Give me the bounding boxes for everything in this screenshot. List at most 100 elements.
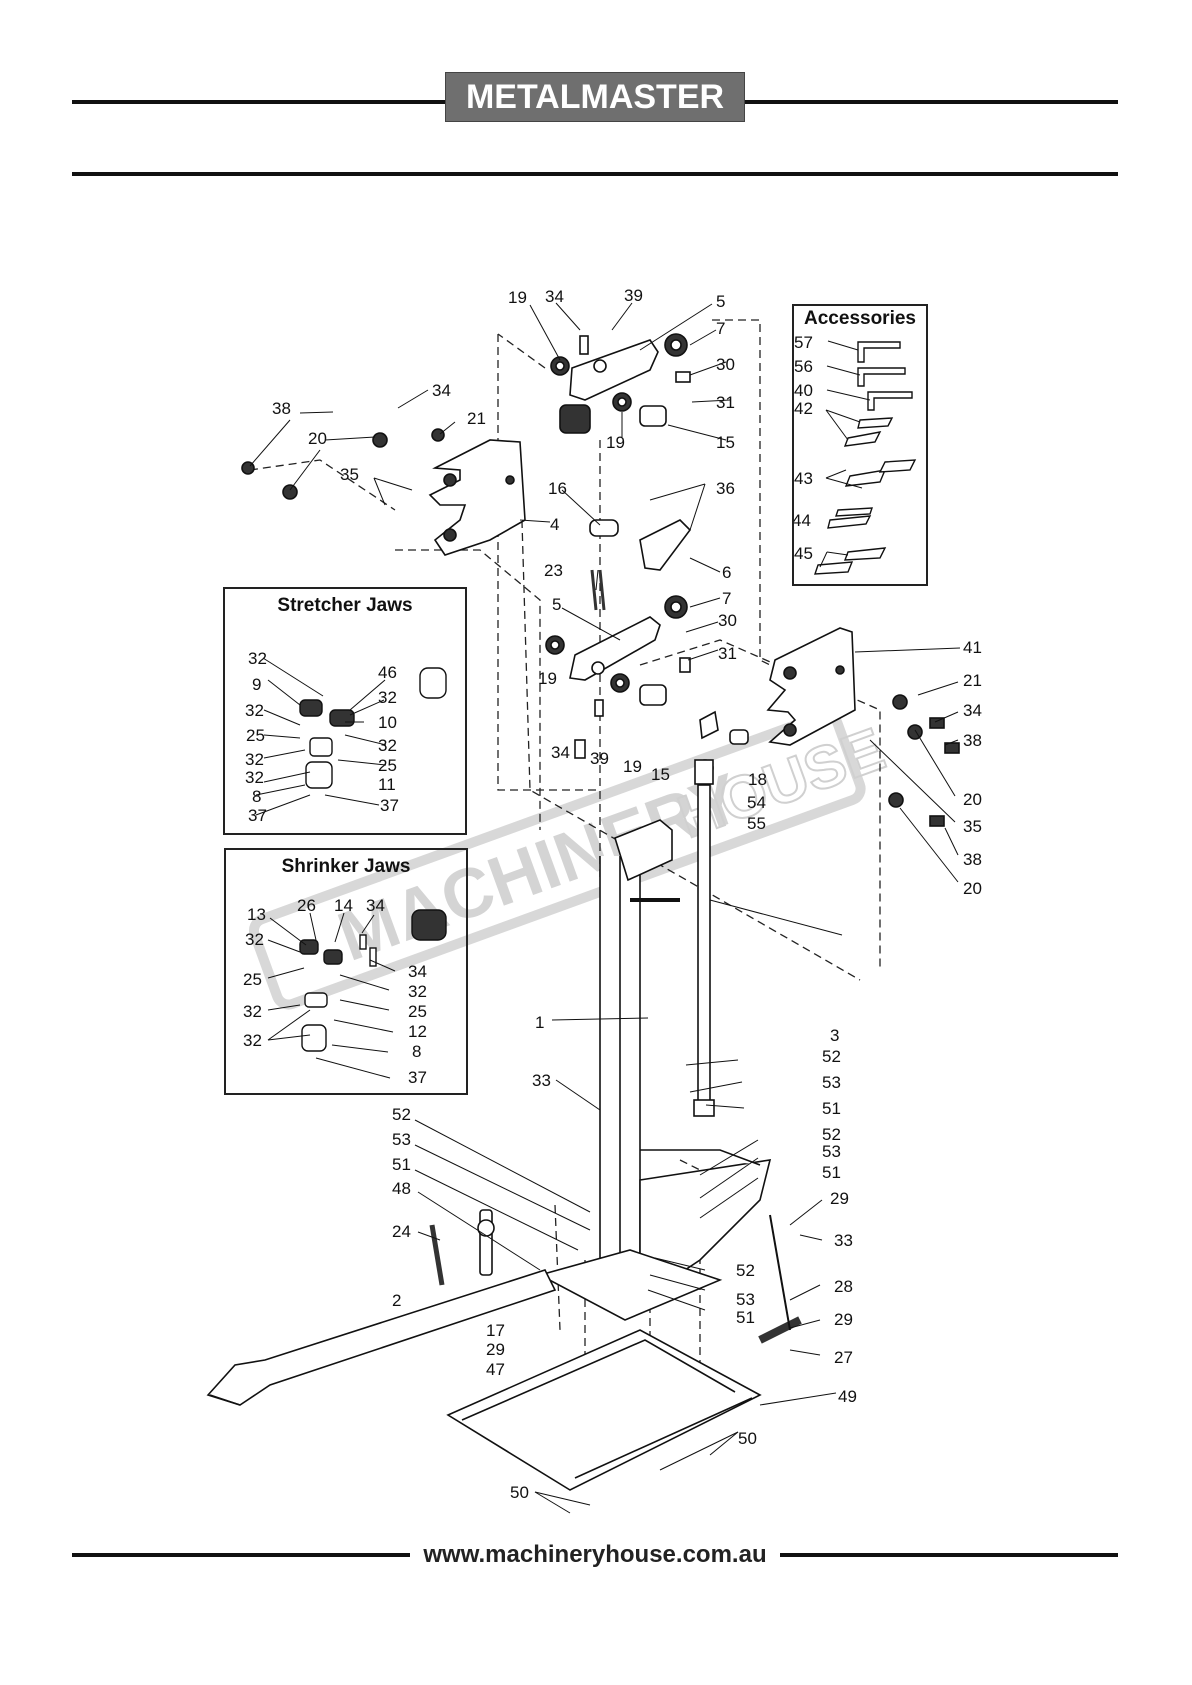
label-4: 4 [550,515,559,534]
label-st-11: 11 [378,775,396,794]
label-st-46: 46 [378,663,397,682]
label-31-mid: 31 [718,644,737,663]
label-30-mid: 30 [718,611,737,630]
label-38-right: 38 [963,731,982,750]
label-39: 39 [624,286,643,305]
label-st-25b: 25 [378,756,397,775]
label-29-r: 29 [830,1189,849,1208]
middle-link-assembly [545,519,749,777]
label-34-right: 34 [963,701,982,720]
label-28: 28 [834,1277,853,1296]
label-40: 40 [794,381,813,400]
label-20: 20 [308,429,327,448]
label-sh-32a: 32 [245,930,264,949]
label-49: 49 [838,1387,857,1406]
label-sh-12: 12 [408,1022,427,1041]
label-52-r: 52 [822,1125,841,1144]
label-33-r: 33 [834,1231,853,1250]
label-sh-25a: 25 [243,970,262,989]
label-41: 41 [963,638,982,657]
label-sh-32c: 32 [243,1002,262,1021]
label-sh-34b: 34 [408,962,427,981]
label-st-25a: 25 [246,726,265,745]
label-53-b: 53 [822,1073,841,1092]
label-34-mid: 34 [551,743,570,762]
accessories-title: Accessories [804,308,916,329]
label-st-8: 8 [252,787,261,806]
side-plate-left [241,428,526,556]
label-24: 24 [392,1222,411,1241]
label-52-c: 52 [736,1261,755,1280]
metalmaster-logo: METALMASTER [445,72,745,122]
label-27: 27 [834,1348,853,1367]
label-15: 15 [716,433,735,452]
label-18: 18 [748,770,767,789]
label-51-b: 51 [822,1099,841,1118]
label-30: 30 [716,355,735,374]
label-st-32e: 32 [245,750,264,769]
label-51-r: 51 [822,1163,841,1182]
label-st-10: 10 [378,713,397,732]
label-st-37a: 37 [248,806,267,825]
label-23: 23 [544,561,563,580]
label-47: 47 [486,1360,505,1379]
label-st-32c: 32 [245,701,264,720]
label-51-c: 51 [736,1308,755,1327]
label-21-right: 21 [963,671,982,690]
label-sh-25b: 25 [408,1002,427,1021]
label-st-32f: 32 [245,768,264,787]
label-19b: 19 [606,433,625,452]
label-29-b: 29 [834,1310,853,1329]
label-35-right: 35 [963,817,982,836]
label-44: 44 [792,511,811,530]
label-38: 38 [272,399,291,418]
label-sh-13: 13 [247,905,266,924]
part-number-labels: 19 34 39 5 7 30 31 15 19 38 34 21 20 35 … [243,286,982,1502]
label-5: 5 [716,292,725,311]
header-divider [72,172,1118,176]
accessory-items [814,341,917,575]
footer-url: www.machineryhouse.com.au [410,1538,780,1572]
label-53-c: 53 [736,1290,755,1309]
label-57: 57 [794,333,813,352]
label-15-mid: 15 [651,765,670,784]
label-st-37b: 37 [380,796,399,815]
label-38-right2: 38 [963,850,982,869]
accessories-box: Accessories [792,304,928,586]
label-st-32d: 32 [378,736,397,755]
label-20-right2: 20 [963,879,982,898]
label-53-r: 53 [822,1142,841,1161]
logo-text: METALMASTER [465,77,725,116]
shrinker-jaws-title: Shrinker Jaws [281,856,411,877]
shrinker-jaw-parts [299,909,447,1052]
label-sh-32d: 32 [243,1031,262,1050]
label-35: 35 [340,465,359,484]
label-sh-26: 26 [297,896,316,915]
label-3: 3 [830,1026,839,1045]
label-42: 42 [794,399,813,418]
label-st-32b: 32 [378,688,397,707]
label-55: 55 [747,814,766,833]
label-39-mid: 39 [590,749,609,768]
base-plate [446,1249,762,1491]
label-36: 36 [716,479,735,498]
label-51-l: 51 [392,1155,411,1174]
label-48: 48 [392,1179,411,1198]
label-st-32a: 32 [248,649,267,668]
label-33: 33 [532,1071,551,1090]
label-sh-8: 8 [412,1042,421,1061]
stretcher-jaws-title: Stretcher Jaws [277,595,413,616]
label-sh-32b: 32 [408,982,427,1001]
label-sh-14: 14 [334,896,353,915]
label-53-l: 53 [392,1130,411,1149]
label-34: 34 [545,287,564,306]
label-21: 21 [467,409,486,428]
label-5-mid: 5 [552,595,561,614]
label-50-r: 50 [738,1429,757,1448]
label-7-mid: 7 [722,589,731,608]
label-19: 19 [508,288,527,307]
label-52-l: 52 [392,1105,411,1124]
label-1: 1 [535,1013,544,1032]
label-st-9: 9 [252,675,261,694]
